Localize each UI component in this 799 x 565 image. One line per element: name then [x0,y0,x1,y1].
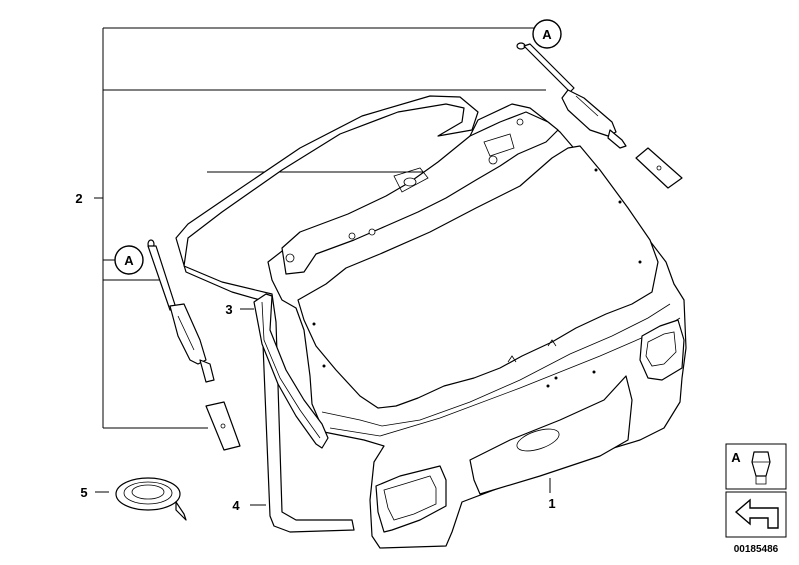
legend-arrow-box [725,491,787,538]
legend-marker-box: A [725,443,787,490]
gas-strut-upper [516,42,627,149]
marker-a-top: A [532,19,562,49]
callout-3: 3 [225,302,232,317]
callout-1: 1 [548,496,555,511]
svg-text:A: A [542,27,552,42]
reference-number: 00185486 [734,544,779,555]
svg-text:A: A [731,450,741,465]
callout-2: 2 [75,191,82,206]
pad-lower [205,401,241,451]
callout-5: 5 [80,485,87,500]
pad-upper [635,147,683,189]
tailgate-panel [267,103,687,549]
callout-4: 4 [232,498,240,513]
adhesive-tape-roll [115,477,187,521]
gas-strut-lower [147,239,215,383]
side-trim-strip [253,293,329,449]
marker-a-left: A [114,245,144,275]
svg-text:A: A [124,253,134,268]
bracket-lines [94,27,551,506]
tailgate-seal [175,95,479,533]
